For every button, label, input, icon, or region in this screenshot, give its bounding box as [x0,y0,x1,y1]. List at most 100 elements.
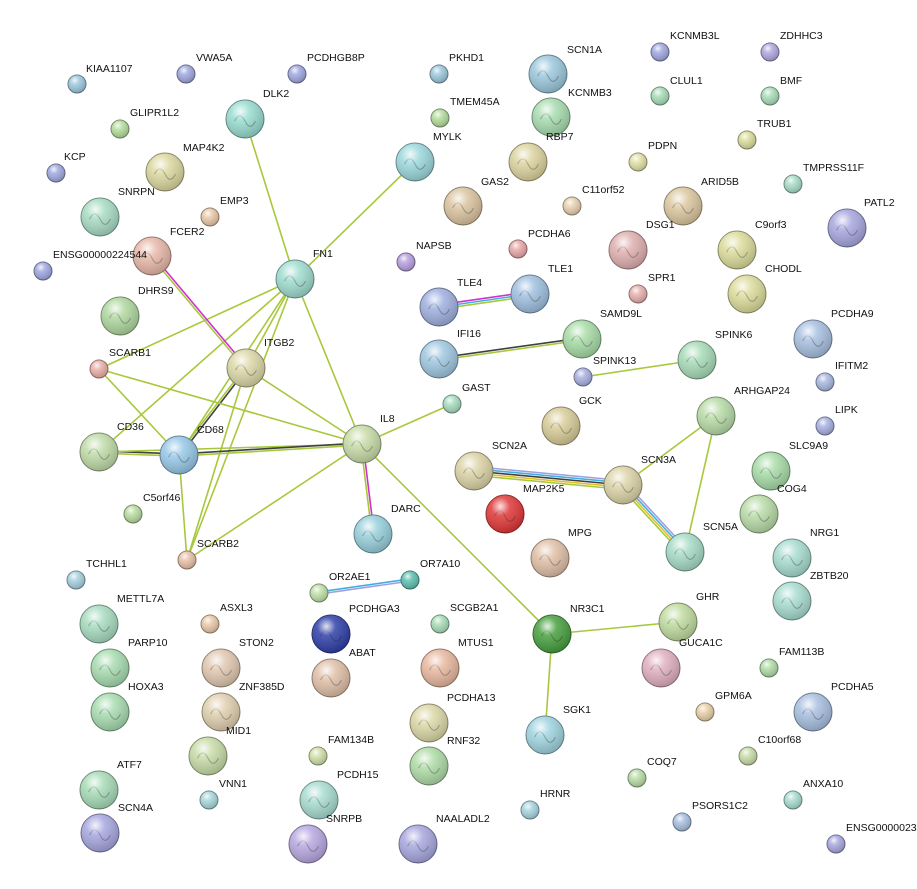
node-gas2[interactable]: GAS2 [443,176,509,226]
node-vwa5a[interactable]: VWA5A [176,52,232,84]
node-arid5b[interactable]: ARID5B [663,176,739,226]
node-chodl[interactable]: CHODL [727,263,802,314]
node-pdpn[interactable]: PDPN [628,140,677,172]
node-naaladl2[interactable]: NAALADL2 [398,813,490,864]
node-ifitm2[interactable]: IFITM2 [815,360,868,392]
node-arhgap24[interactable]: ARHGAP24 [696,385,790,436]
node-dlk2[interactable]: DLK2 [225,88,289,139]
node-lipk[interactable]: LIPK [815,404,858,436]
node-rnf32[interactable]: RNF32 [409,735,480,786]
node-pcdha6[interactable]: PCDHA6 [508,228,571,259]
node-scgb2a1[interactable]: SCGB2A1 [430,602,499,634]
node-hoxa3[interactable]: HOXA3 [90,681,164,732]
node-cd68[interactable]: CD68 [159,424,224,475]
node-asxl3[interactable]: ASXL3 [200,602,253,634]
node-scn2a[interactable]: SCN2A [454,440,527,491]
node-gpm6a[interactable]: GPM6A [695,690,752,722]
node-mtus1[interactable]: MTUS1 [420,637,494,688]
node-spr1[interactable]: SPR1 [628,272,676,304]
node-map2k5[interactable]: MAP2K5 [485,483,565,534]
node-mettl7a[interactable]: METTL7A [79,593,164,644]
node-il8[interactable]: IL8 [342,413,395,464]
node-pkhd1[interactable]: PKHD1 [429,52,484,84]
node-samd9l[interactable]: SAMD9L [562,308,642,359]
node-kcp[interactable]: KCP [46,151,86,183]
node-tmem45a[interactable]: TMEM45A [430,96,500,128]
node-atf7[interactable]: ATF7 [79,759,142,810]
node-pcdhga3[interactable]: PCDHGA3 [311,603,400,654]
node-glipr1l2[interactable]: GLIPR1L2 [110,107,179,139]
node-guca1c[interactable]: GUCA1C [641,637,723,688]
node-gck[interactable]: GCK [541,395,602,446]
node-mylk[interactable]: MYLK [395,131,462,182]
node-ston2[interactable]: STON2 [201,637,274,688]
node-sgk1[interactable]: SGK1 [525,704,591,755]
node-gast[interactable]: GAST [442,382,491,414]
node-ensg0000023[interactable]: ENSG0000023 [826,822,917,854]
node-map4k2[interactable]: MAP4K2 [145,142,225,192]
node-scn5a[interactable]: SCN5A [665,521,738,572]
node-c5orf46[interactable]: C5orf46 [123,492,181,524]
node-tle4[interactable]: TLE4 [419,277,482,327]
node-snrpn[interactable]: SNRPN [80,186,155,237]
node-slc9a9[interactable]: SLC9A9 [751,440,828,491]
node-pcdha13[interactable]: PCDHA13 [409,692,496,743]
node-darc[interactable]: DARC [353,503,421,554]
node-pcdh15[interactable]: PCDH15 [299,769,379,820]
node-fn1[interactable]: FN1 [275,248,333,299]
node-zdhhc3[interactable]: ZDHHC3 [760,30,823,62]
node-clul1[interactable]: CLUL1 [650,75,703,106]
node-patl2[interactable]: PATL2 [827,197,895,248]
node-ghr[interactable]: GHR [658,591,720,642]
node-scn1a[interactable]: SCN1A [528,44,602,94]
node-pcdha5[interactable]: PCDHA5 [793,681,874,732]
node-c11orf52[interactable]: C11orf52 [562,184,625,216]
node-kiaa1107[interactable]: KIAA1107 [67,63,133,94]
node-pcdha9[interactable]: PCDHA9 [793,308,874,359]
node-trub1[interactable]: TRUB1 [737,118,792,150]
node-abat[interactable]: ABAT [311,647,376,698]
node-napsb[interactable]: NAPSB [396,240,452,272]
node-fcer2[interactable]: FCER2 [132,226,205,276]
node-bmf[interactable]: BMF [760,75,802,106]
node-snrpb[interactable]: SNRPB [288,813,362,864]
node-ifi16[interactable]: IFI16 [419,328,481,379]
node-kcnmb3[interactable]: KCNMB3 [531,87,612,137]
node-nrg1[interactable]: NRG1 [772,527,839,578]
node-vnn1[interactable]: VNN1 [199,778,247,810]
node-psors1c2[interactable]: PSORS1C2 [672,800,748,832]
node-rbp7[interactable]: RBP7 [508,131,574,182]
node-znf385d[interactable]: ZNF385D [201,681,285,732]
node-scn3a[interactable]: SCN3A [603,454,676,505]
node-dsg1[interactable]: DSG1 [608,219,675,270]
node-hrnr[interactable]: HRNR [520,788,571,820]
node-coq7[interactable]: COQ7 [627,756,677,788]
node-scarb2[interactable]: SCARB2 [177,538,239,570]
node-zbtb20[interactable]: ZBTB20 [772,570,849,621]
node-spink13[interactable]: SPINK13 [573,355,636,387]
node-mpg[interactable]: MPG [530,527,592,578]
node-tmprss11f[interactable]: TMPRSS11F [783,162,864,194]
node-or2ae1[interactable]: OR2AE1 [309,571,371,603]
node-kcnmb3l[interactable]: KCNMB3L [650,30,720,62]
node-itgb2[interactable]: ITGB2 [226,337,295,388]
node-nr3c1[interactable]: NR3C1 [532,603,605,654]
node-dhrs9[interactable]: DHRS9 [100,285,174,336]
node-c10orf68[interactable]: C10orf68 [738,734,801,766]
node-parp10[interactable]: PARP10 [90,637,168,688]
node-c9orf3[interactable]: C9orf3 [717,219,787,270]
node-ensg00000224544[interactable]: ENSG00000224544 [33,249,147,281]
node-cog4[interactable]: COG4 [739,483,807,534]
node-or7a10[interactable]: OR7A10 [400,558,460,590]
node-scarb1[interactable]: SCARB1 [89,347,151,379]
node-tchhl1[interactable]: TCHHL1 [66,558,127,590]
node-cd36[interactable]: CD36 [79,421,144,472]
node-mid1[interactable]: MID1 [188,725,251,776]
node-anxa10[interactable]: ANXA10 [783,778,843,810]
node-tle1[interactable]: TLE1 [510,263,573,314]
node-fam134b[interactable]: FAM134B [308,734,374,766]
node-emp3[interactable]: EMP3 [200,195,249,227]
node-pcdhgb8p[interactable]: PCDHGB8P [287,52,365,84]
node-fam113b[interactable]: FAM113B [759,646,824,678]
node-scn4a[interactable]: SCN4A [80,802,153,853]
